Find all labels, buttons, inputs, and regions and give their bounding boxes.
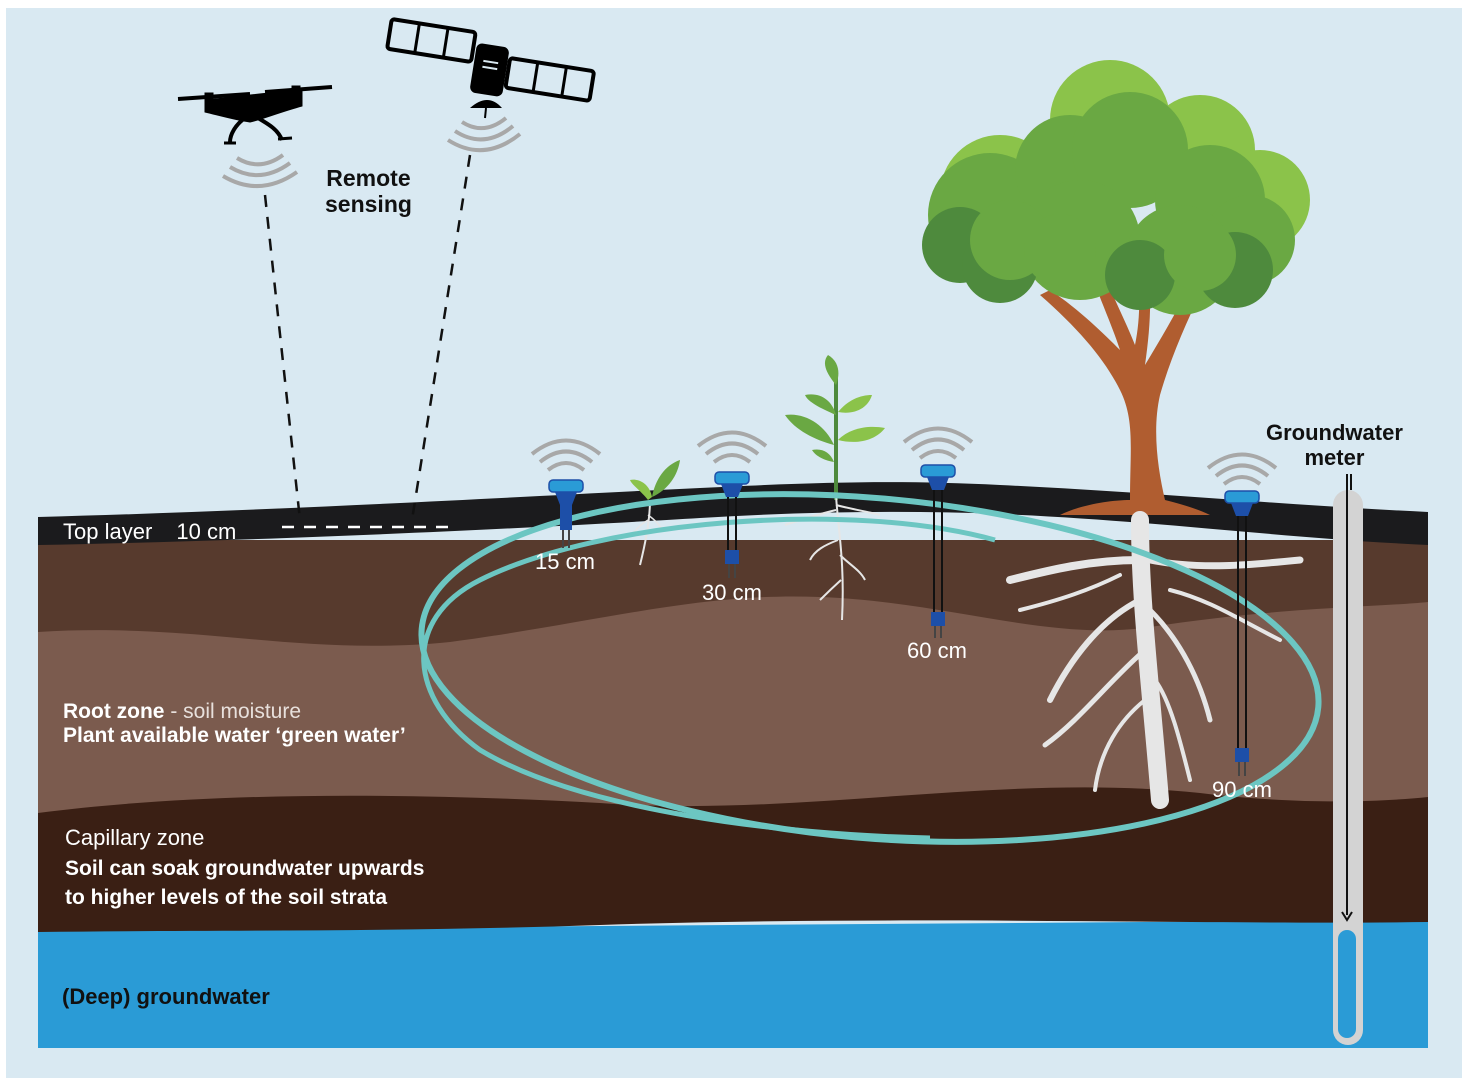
- soil-sensor-90cm: [1206, 452, 1278, 776]
- signal-waves-icon: [221, 153, 299, 188]
- capillary-zone-label: Capillary zone Soil can soak groundwater…: [65, 823, 424, 913]
- soil-sensor-30cm: [696, 430, 768, 578]
- root-zone-subtitle: - soil moisture: [170, 700, 302, 723]
- groundwater-layer: [38, 920, 1428, 1048]
- groundwater-meter-icon: [1333, 474, 1363, 1045]
- soil-sensor-60cm: [902, 426, 974, 638]
- top-layer-label: Top layer 10 cm: [63, 519, 236, 544]
- sensor-depth-label: 60 cm: [907, 638, 967, 663]
- root-zone-highlight: [418, 491, 1322, 845]
- remote-sensing-line2: sensing: [325, 191, 412, 218]
- groundwater-meter-label: Groundwater meter: [1266, 420, 1403, 471]
- top-layer-name: Top layer: [63, 519, 153, 544]
- signal-waves-icon: [446, 116, 522, 153]
- satellite-icon: [385, 17, 596, 119]
- top-layer: [38, 482, 1428, 545]
- top-layer-depth: 10 cm: [176, 519, 237, 544]
- soil-sensor-15cm: [530, 438, 602, 548]
- sensor-depth-label: 30 cm: [702, 580, 762, 605]
- root-zone-title: Root zone: [63, 700, 165, 723]
- capillary-zone-layer: [38, 784, 1428, 932]
- root-zone-label: Root zone - soil moisture Plant availabl…: [63, 700, 406, 748]
- capillary-zone-title: Capillary zone: [65, 825, 205, 850]
- groundwater-meter-line2: meter: [1304, 445, 1365, 471]
- groundwater-meter-line1: Groundwater: [1266, 420, 1403, 445]
- plant-icon: [785, 355, 885, 500]
- sensor-depth-label: 15 cm: [535, 549, 595, 574]
- sensor-depth-label: 90 cm: [1212, 777, 1272, 802]
- root-zone-description: Plant available water ‘green water’: [63, 724, 406, 748]
- remote-sensing-label: Remote sensing: [325, 165, 412, 218]
- groundwater-label: (Deep) groundwater: [62, 984, 270, 1009]
- capillary-zone-line2: Soil can soak groundwater upwards: [65, 856, 425, 880]
- drone-icon: [177, 85, 333, 145]
- remote-sensing-lines: [263, 154, 472, 529]
- tree-icon: [922, 60, 1310, 515]
- remote-sensing-line1: Remote: [326, 165, 411, 191]
- capillary-zone-line3: to higher levels of the soil strata: [65, 886, 388, 910]
